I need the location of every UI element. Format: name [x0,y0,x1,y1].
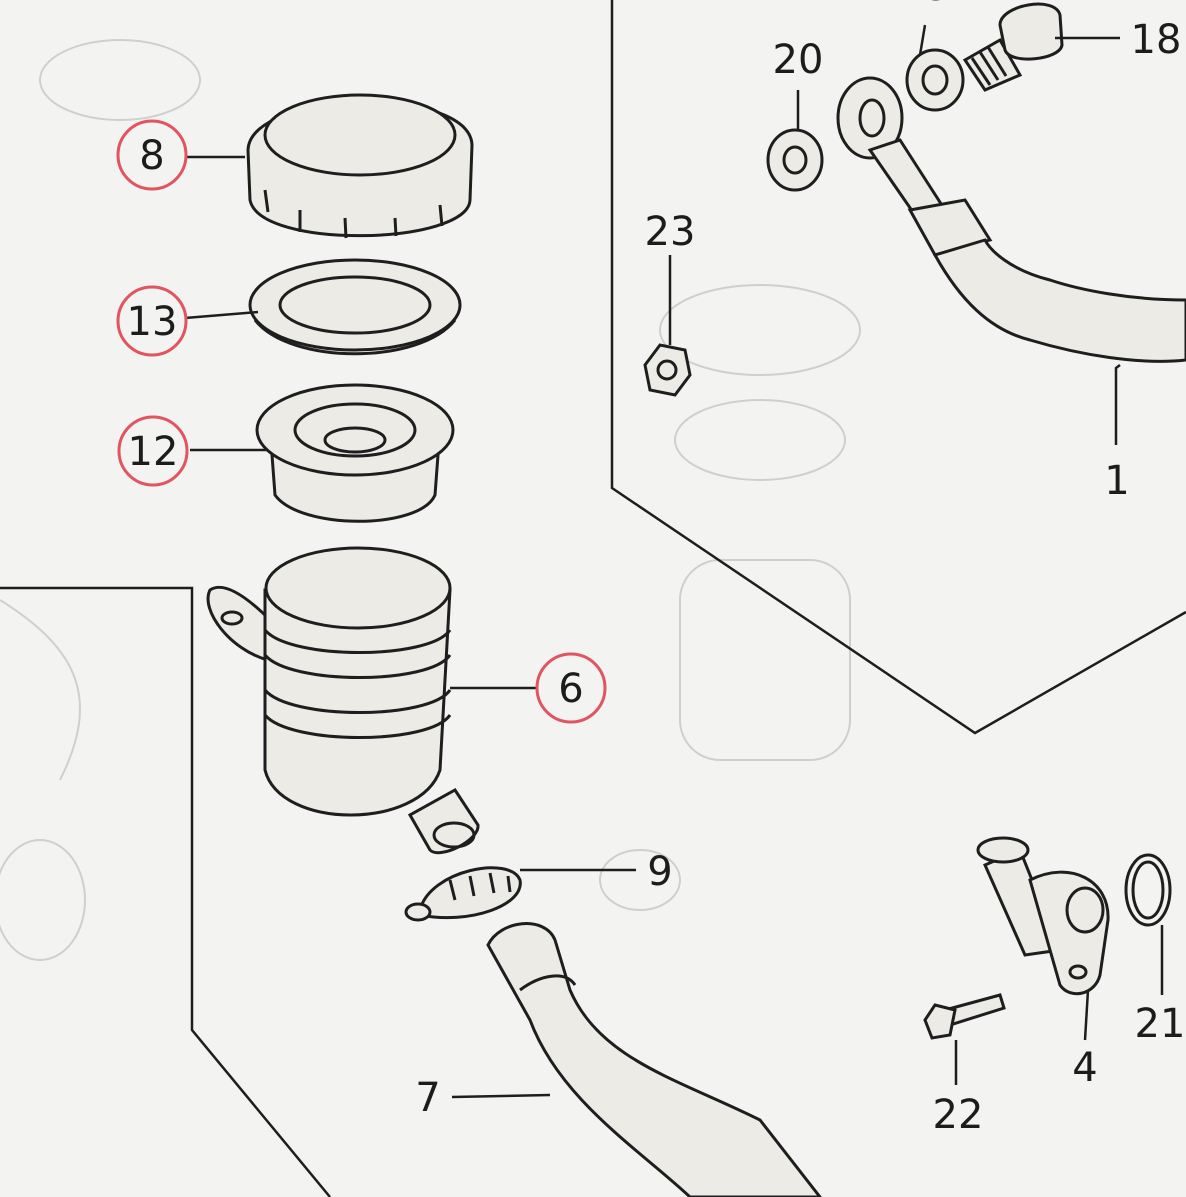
callout-6: 6 [558,666,583,712]
leader-lines [184,24,1164,1099]
oring-part-21 [1124,853,1172,927]
callout-7: 7 [415,1075,440,1121]
highlight-ring-13 [116,285,188,357]
callout-20: 20 [773,37,824,83]
nut-part-23 [643,343,692,397]
screw-part-22 [923,993,1006,1040]
washer-part-20 [766,128,824,192]
highlight-ring-6 [535,652,607,724]
callout-labels: 8 13 12 6 9 7 18 28 20 23 1 4 21 22 [127,0,1186,1138]
callout-13: 13 [127,299,178,345]
callout-28: 28 [898,0,949,10]
hose-part-7 [486,922,822,1197]
brake-hose-part-1 [836,76,1186,363]
highlight-rings [116,119,607,724]
callout-1: 1 [1104,458,1129,504]
highlight-ring-8 [116,119,188,191]
clamp-part-9 [404,866,522,922]
gasket-part-13 [248,258,462,356]
cap-part-8 [246,93,474,239]
callout-18: 18 [1131,17,1182,63]
reservoir-part-6 [206,546,480,855]
callout-8: 8 [139,133,164,179]
diaphragm-part-12 [255,383,455,523]
callout-4: 4 [1072,1045,1097,1091]
callout-12: 12 [128,429,179,475]
callout-9: 9 [647,849,672,895]
callout-23: 23 [645,209,696,255]
highlight-ring-12 [117,415,189,487]
ghost-background [0,39,861,961]
fitting-part-4 [976,836,1110,996]
bolt-part-18 [962,2,1064,92]
washer-part-28 [905,48,965,112]
callout-21: 21 [1135,1001,1186,1047]
callout-22: 22 [933,1092,984,1138]
